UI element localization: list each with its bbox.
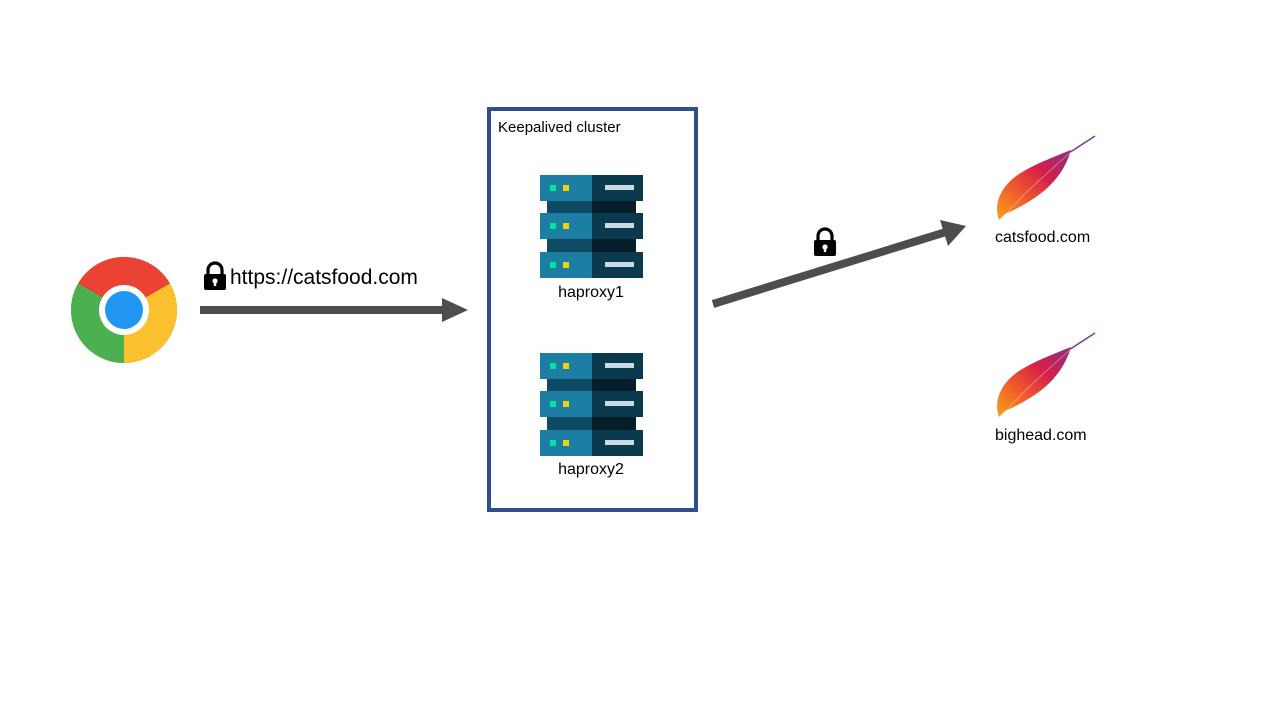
server-label-haproxy2: haproxy2 [558, 461, 624, 478]
url-label: https://catsfood.com [230, 266, 418, 289]
server-label-haproxy1: haproxy1 [558, 284, 624, 301]
backend-label-catsfood: catsfood.com [995, 229, 1091, 246]
apache-feather-icon [993, 134, 1099, 224]
lock-icon [203, 261, 227, 291]
chrome-browser-icon [70, 256, 178, 364]
arrow-cluster-to-backend [708, 218, 970, 312]
cluster-title: Keepalived cluster [498, 119, 621, 136]
backend-label-bighead: bighead.com [995, 427, 1087, 444]
server-rack-icon [540, 175, 643, 278]
arrow-client-to-cluster [198, 296, 470, 324]
server-rack-icon [540, 353, 643, 456]
lock-icon [813, 227, 837, 257]
apache-feather-icon [993, 331, 1099, 421]
